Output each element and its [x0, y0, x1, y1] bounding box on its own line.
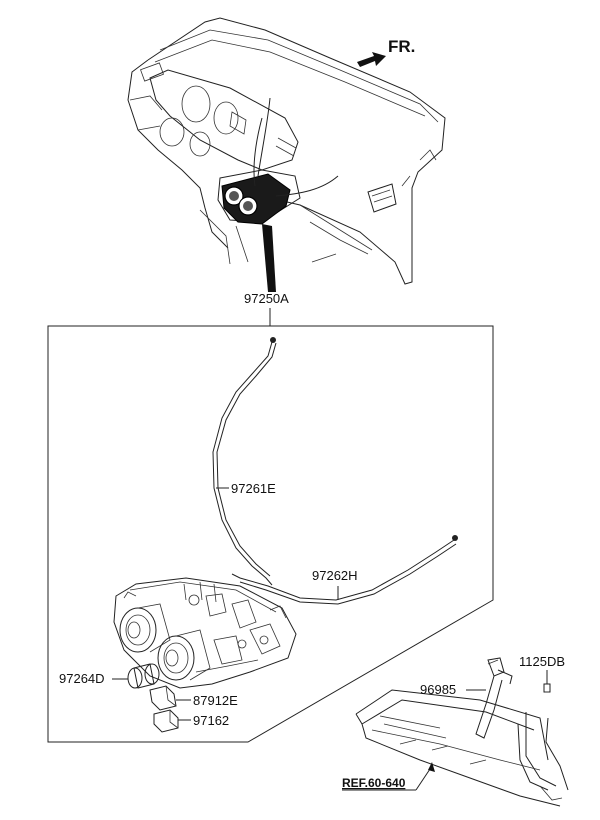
- part-label-97262h: 97262H: [312, 568, 358, 583]
- forward-label: FR.: [388, 37, 415, 56]
- part-97162: [153, 709, 179, 733]
- reference-label: REF.60-640: [342, 776, 406, 790]
- cable-97261e: [212, 337, 277, 586]
- part-label-96985: 96985: [420, 682, 456, 697]
- knob-97264d: [127, 663, 160, 689]
- part-label-87912e: 87912E: [193, 693, 238, 708]
- part-label-97250a: 97250A: [244, 291, 289, 306]
- dashboard-illustration: [127, 17, 446, 292]
- heater-control-assembly: [113, 577, 297, 689]
- bracket-96985: [475, 657, 513, 739]
- forward-direction-indicator: FR.: [357, 37, 415, 67]
- parts-group-box: [47, 325, 494, 743]
- part-label-97162: 97162: [193, 713, 229, 728]
- bolt-1125db: [543, 676, 551, 693]
- part-87912e: [149, 685, 177, 711]
- part-label-1125db: 1125DB: [519, 654, 565, 669]
- part-label-97264d: 97264D: [59, 671, 105, 686]
- part-label-97261e: 97261E: [231, 481, 276, 496]
- floor-panel-illustration: [355, 689, 569, 807]
- cable-97262h: [231, 535, 458, 605]
- forward-arrow-icon: [357, 52, 386, 67]
